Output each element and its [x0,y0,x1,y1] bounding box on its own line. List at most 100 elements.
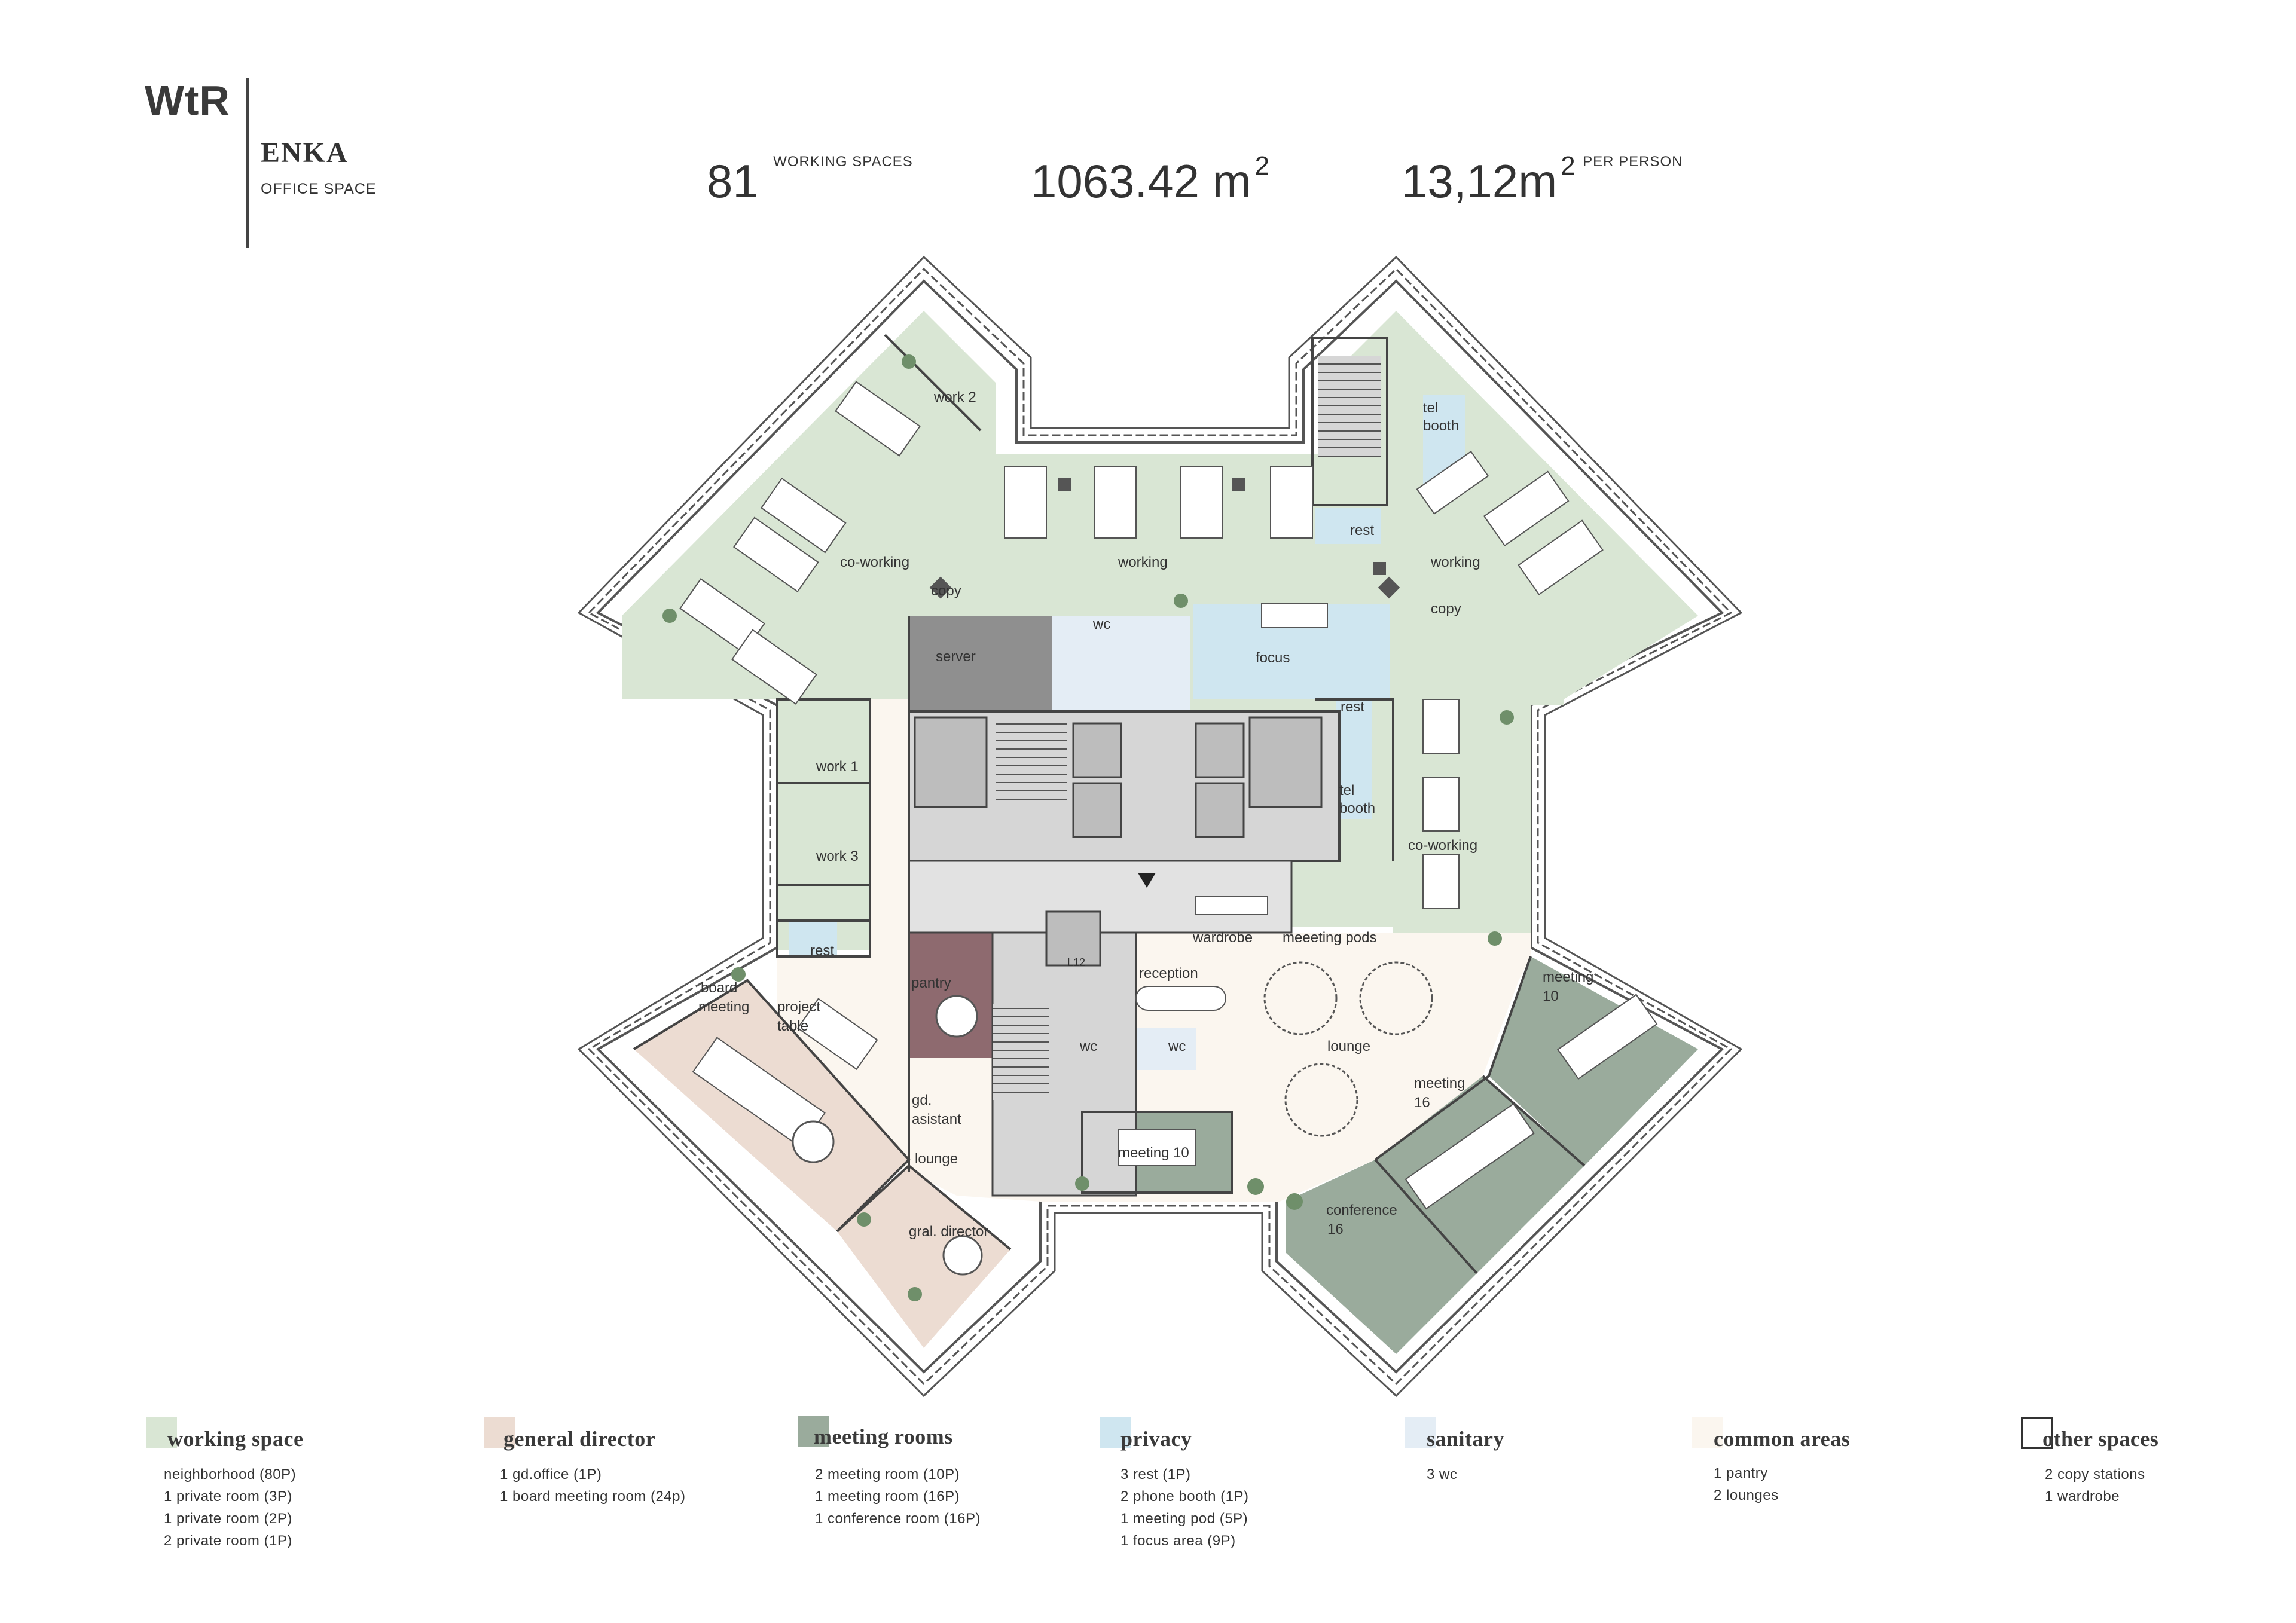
label-copy-nw: copy [931,583,961,599]
building-core [908,337,1388,1197]
legend-item: 2 copy stations [2045,1466,2145,1483]
label-coworking-nw: co-working [840,554,909,570]
label-rest-e: rest [1341,699,1364,715]
furniture-lounge-tables [792,961,1433,1276]
legend-item: 1 gd.office (1P) [500,1466,602,1483]
legend-swatch-privacy [1100,1417,1131,1448]
legend-item: neighborhood (80P) [164,1466,297,1483]
label-board-meeting-2: meeting [698,999,749,1015]
legend-item: 1 conference room (16P) [815,1511,981,1527]
legend-item: 1 private room (3P) [164,1488,292,1505]
legend-item: 2 lounges [1714,1487,1779,1503]
legend-items-other-spaces: 2 copy stations 1 wardrobe [2045,1463,2145,1508]
legend-items-working-space: neighborhood (80P) 1 private room (3P) 1… [164,1463,296,1552]
legend-title-working-space: working space [167,1427,304,1451]
label-meeting16-2: 16 [1414,1095,1430,1111]
stat-working-spaces-label: WORKING SPACES [773,154,913,170]
legend-items-common-areas: 1 pantry 2 lounges [1714,1462,1779,1506]
label-conference-2: 16 [1327,1221,1344,1237]
label-wc-s2: wc [1168,1038,1186,1055]
label-lounge-e: lounge [1327,1038,1370,1055]
stat-per-person-label: PER PERSON [1583,154,1683,170]
label-project-table-2: table [777,1018,808,1034]
label-server: server [936,649,976,665]
legend-item: 1 pantry [1714,1465,1768,1481]
legend-item: 1 focus area (9P) [1120,1533,1236,1549]
legend-title-common-areas: common areas [1714,1427,1851,1451]
legend-items-privacy: 3 rest (1P) 2 phone booth (1P) 1 meeting… [1120,1463,1249,1552]
entrance-arrow-icon [1138,873,1156,888]
stat-area-value: 1063.42 m [1031,155,1251,207]
legend-swatch-general-director [484,1417,515,1448]
label-pantry: pantry [911,975,951,991]
project-subtitle: OFFICE SPACE [261,181,377,197]
legend-title-general-director: general director [503,1427,656,1451]
label-work3: work 3 [816,848,859,864]
legend-item: 1 private room (2P) [164,1511,292,1527]
label-wc-s1: wc [1079,1038,1097,1055]
label-meeting16-1: meeting [1414,1075,1465,1092]
label-working-n: working [1118,554,1168,570]
stat-working-spaces: 81 WORKING SPACES [707,154,913,209]
label-focus: focus [1256,650,1290,666]
label-rest-n: rest [1350,522,1374,539]
structural-columns [929,478,1400,599]
legend-item: 2 private room (1P) [164,1533,292,1549]
furniture-desks [679,381,1658,1210]
building-outline [577,255,1743,1398]
stat-per-person-sup: 2 [1561,151,1576,181]
label-rest-w: rest [810,943,834,959]
label-board-meeting-1: board [701,980,737,996]
legend-item: 1 board meeting room (24p) [500,1488,686,1505]
studio-logo: WtR [145,77,230,124]
legend-items-meeting-rooms: 2 meeting room (10P) 1 meeting room (16P… [815,1463,981,1530]
interior-walls [633,334,1586,1274]
legend-title-other-spaces: other spaces [2042,1427,2159,1451]
legend-item: 1 meeting room (16P) [815,1488,960,1505]
legend-item: 1 wardrobe [2045,1488,2120,1505]
label-working-ne: working [1430,554,1480,570]
legend-title-sanitary: sanitary [1427,1427,1504,1451]
legend-item: 3 rest (1P) [1120,1466,1191,1483]
label-wc-n: wc [1092,616,1110,632]
label-gd-asistant-2: asistant [912,1111,961,1127]
planters [662,354,1514,1301]
label-coworking-e: co-working [1408,838,1477,854]
label-meeting10-e-1: meeting [1543,969,1593,985]
label-project-table-1: project [777,999,820,1015]
legend-item: 3 wc [1427,1466,1458,1483]
label-work1: work 1 [816,759,859,775]
label-meeting10-e-2: 10 [1543,988,1559,1004]
label-meeting10-s: meeting 10 [1118,1145,1189,1161]
stat-working-spaces-value: 81 [707,155,759,207]
legend-item: 2 phone booth (1P) [1120,1488,1249,1505]
label-reception: reception [1139,965,1198,982]
label-copy-ne: copy [1431,601,1461,617]
label-meeting-pods: meeeting pods [1283,930,1376,946]
label-gral-director: gral. director [909,1224,988,1240]
legend-swatch-meeting-rooms [798,1416,829,1447]
legend-swatch-sanitary [1405,1417,1436,1448]
label-tel-booth-n-1: tel [1423,400,1438,416]
label-lift-l12: L12 [1067,956,1085,968]
label-tel-booth-n-2: booth [1423,418,1459,434]
label-tel-booth-e-2: booth [1339,800,1375,817]
legend-items-sanitary: 3 wc [1427,1463,1457,1486]
legend-items-general-director: 1 gd.office (1P) 1 board meeting room (2… [500,1463,686,1508]
zone-pantry [909,933,993,1058]
label-tel-booth-e-1: tel [1339,783,1354,799]
stat-per-person-value: 13,12m [1402,155,1558,207]
legend-swatch-common-areas [1692,1417,1723,1448]
label-gd-asistant-1: gd. [912,1092,932,1108]
label-conference-1: conference [1326,1202,1397,1218]
legend-swatch-other-spaces [2021,1417,2053,1449]
legend-item: 2 meeting room (10P) [815,1466,960,1483]
label-lounge-w: lounge [915,1151,958,1167]
label-work2: work 2 [933,389,976,405]
legend-item: 1 meeting pod (5P) [1120,1511,1248,1527]
legend-title-privacy: privacy [1120,1427,1192,1451]
